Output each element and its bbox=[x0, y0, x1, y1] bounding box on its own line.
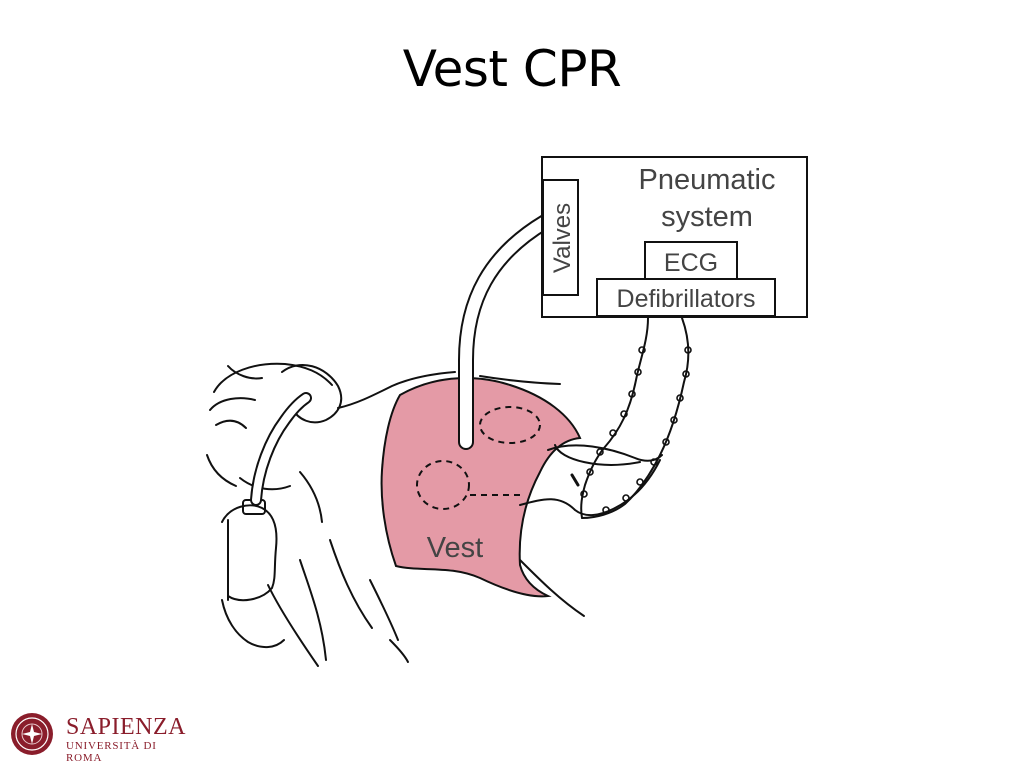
ecg-box bbox=[644, 241, 738, 280]
arm-with-wires bbox=[519, 317, 692, 519]
air-hose bbox=[458, 214, 553, 450]
defibrillators-label: Defibrillators bbox=[617, 285, 756, 313]
valves-box bbox=[542, 179, 579, 296]
pneumatic-system-box bbox=[541, 156, 808, 318]
slide-title: Vest CPR bbox=[402, 40, 622, 98]
logo-subtitle: UNIVERSITÀ DI ROMA bbox=[66, 740, 157, 764]
defibrillators-box bbox=[596, 278, 776, 317]
patient-outline bbox=[206, 362, 585, 667]
vest-label: Vest bbox=[427, 532, 483, 564]
sapienza-logo: SAPIENZA UNIVERSITÀ DI ROMA bbox=[8, 710, 188, 764]
pneumatic-label-line1: Pneumatic bbox=[638, 164, 775, 196]
logo-name: SAPIENZA bbox=[66, 714, 187, 740]
valves-label: Valves bbox=[549, 203, 576, 273]
ecg-label: ECG bbox=[664, 249, 718, 277]
pneumatic-label-line2: system bbox=[661, 201, 753, 233]
sapienza-seal-icon bbox=[11, 713, 53, 755]
vest-shape bbox=[380, 376, 582, 598]
vest-bladders bbox=[416, 406, 541, 510]
